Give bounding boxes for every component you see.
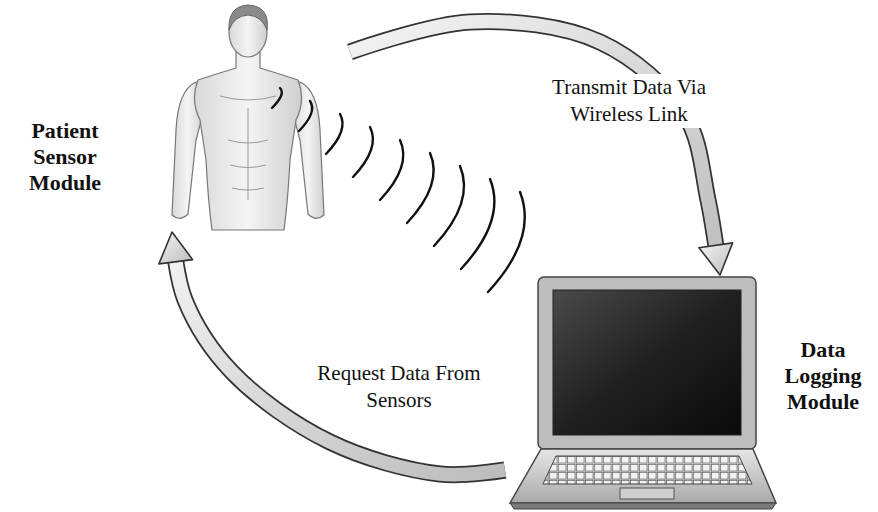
- laptop-edge: [510, 503, 776, 509]
- wave-arc: [272, 88, 282, 108]
- torso: [194, 52, 301, 230]
- wave-arc: [434, 166, 464, 246]
- hair: [229, 5, 267, 30]
- wave-arc: [353, 127, 373, 177]
- arrow-body: [172, 232, 505, 475]
- wave-arc: [380, 140, 403, 200]
- wireless-waves: [272, 88, 525, 292]
- edge-label: Transmit Data Via Wireless Link: [528, 74, 730, 128]
- data-logging-node: Data Logging Module: [505, 275, 760, 512]
- laptop-lid: [538, 277, 756, 449]
- laptop-keyboard: [543, 456, 752, 484]
- arrow-head: [699, 243, 733, 275]
- arrow-body: [350, 22, 720, 275]
- wave-arc: [326, 114, 343, 154]
- laptop-touchpad: [620, 488, 674, 499]
- arrow-head: [159, 232, 193, 264]
- patient-sensor-node: Patient Sensor Module: [150, 0, 350, 232]
- laptop-screen: [553, 290, 741, 435]
- patient-figure: [172, 5, 324, 230]
- torso-contour: [220, 96, 276, 200]
- wave-arc: [461, 179, 494, 269]
- curved-arrow: [159, 232, 505, 475]
- edge-label: Request Data From Sensors: [312, 360, 486, 414]
- laptop-base: [510, 449, 776, 503]
- module-label: Data Logging Module: [771, 337, 875, 415]
- wave-arc: [488, 192, 525, 292]
- wave-arc: [299, 101, 312, 131]
- arrow-outline: [172, 232, 505, 475]
- module-label: Patient Sensor Module: [5, 118, 125, 196]
- curved-arrow: [350, 22, 733, 275]
- wave-arc: [407, 153, 434, 223]
- laptop-figure: [510, 277, 776, 509]
- arrow-outline: [350, 22, 720, 275]
